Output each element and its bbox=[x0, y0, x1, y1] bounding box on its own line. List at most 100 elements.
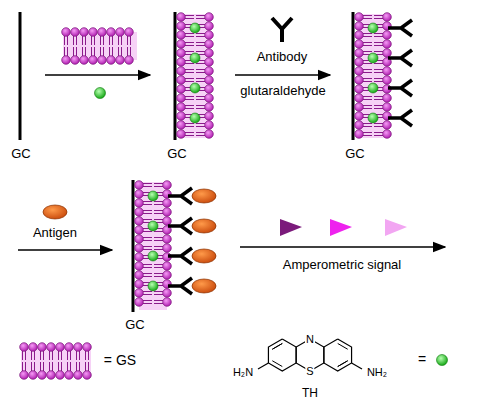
lipid-tail bbox=[154, 201, 163, 202]
membrane-ground bbox=[359, 14, 387, 138]
lipid-tail bbox=[154, 273, 163, 274]
lipid-head bbox=[163, 199, 172, 208]
lipid-head bbox=[135, 217, 144, 226]
lipid-head bbox=[205, 112, 214, 121]
lipid-tail bbox=[143, 213, 152, 214]
lipid-head bbox=[205, 103, 214, 112]
lipid-head bbox=[205, 49, 214, 58]
lipid-tail bbox=[374, 18, 383, 19]
lipid-head bbox=[83, 371, 92, 380]
antigen-symbol bbox=[192, 219, 216, 233]
antibody-symbol bbox=[388, 80, 412, 96]
lipid-tail bbox=[196, 78, 205, 79]
lipid-head bbox=[177, 67, 186, 76]
antibody-symbol bbox=[168, 278, 192, 294]
lipid-head bbox=[355, 103, 364, 112]
lipid-tail bbox=[196, 72, 205, 73]
lipid-tail bbox=[196, 99, 205, 100]
step-label: Antibody bbox=[257, 50, 308, 64]
signal-triangle bbox=[385, 219, 407, 236]
lipid-head bbox=[62, 56, 71, 65]
lipid-head bbox=[89, 28, 98, 37]
lipid-tail bbox=[52, 351, 53, 360]
lipid-tail bbox=[67, 351, 68, 360]
lipid-tail bbox=[103, 47, 104, 56]
lipid-head bbox=[98, 56, 107, 65]
double-bond bbox=[338, 361, 348, 367]
membrane-ground bbox=[181, 14, 209, 138]
lipid-head bbox=[74, 371, 83, 380]
lipid-tail bbox=[31, 351, 32, 360]
antibody-symbol bbox=[168, 188, 192, 204]
lipid-tail bbox=[154, 183, 163, 184]
lipid-head bbox=[383, 67, 392, 76]
lipid-tail bbox=[67, 36, 68, 45]
double-bond bbox=[338, 343, 348, 349]
lipid-tail bbox=[143, 273, 152, 274]
lipid-tail bbox=[143, 294, 152, 295]
th-dot bbox=[368, 23, 378, 33]
lipid-head bbox=[177, 121, 186, 130]
lipid-tail bbox=[185, 51, 194, 52]
th-dot bbox=[148, 251, 158, 261]
lipid-tail bbox=[154, 246, 163, 247]
lipid-tail bbox=[143, 219, 152, 220]
electrode-label: GC bbox=[167, 147, 187, 161]
lipid-head bbox=[56, 371, 65, 380]
lipid-tail bbox=[143, 291, 152, 292]
lipid-head bbox=[355, 13, 364, 22]
lipid-tail bbox=[100, 47, 101, 56]
lipid-head bbox=[177, 13, 186, 22]
lipid-tail bbox=[118, 36, 119, 45]
antibody-symbol bbox=[168, 248, 192, 264]
lipid-tail bbox=[374, 96, 383, 97]
lipid-tail bbox=[154, 231, 163, 232]
th-dot bbox=[95, 88, 106, 99]
lipid-tail bbox=[154, 240, 163, 241]
lipid-tail bbox=[185, 135, 194, 136]
lipid-tail bbox=[363, 126, 372, 127]
lipid-tail bbox=[363, 18, 372, 19]
lipid-tail bbox=[40, 362, 41, 371]
lipid-tail bbox=[185, 81, 194, 82]
lipid-tail bbox=[130, 47, 131, 56]
lipid-tail bbox=[64, 36, 65, 45]
th-dot bbox=[368, 53, 378, 63]
lipid-tail bbox=[143, 210, 152, 211]
lipid-tail bbox=[112, 36, 113, 45]
electrode-line bbox=[19, 12, 22, 140]
lipid-tail bbox=[103, 36, 104, 45]
lipid-head bbox=[355, 76, 364, 85]
lipid-head bbox=[135, 190, 144, 199]
lipid-head bbox=[20, 371, 29, 380]
lipid-tail bbox=[143, 300, 152, 301]
atom-label: H₂N bbox=[232, 366, 254, 378]
legend-label: = GS bbox=[104, 353, 136, 368]
lipid-tail bbox=[143, 201, 152, 202]
lipid-tail bbox=[143, 267, 152, 268]
electrode-line bbox=[352, 12, 355, 140]
lipid-tail bbox=[143, 303, 152, 304]
lipid-tail bbox=[363, 33, 372, 34]
lipid-head bbox=[383, 49, 392, 58]
lipid-tail bbox=[22, 351, 23, 360]
lipid-head bbox=[163, 289, 172, 298]
lipid-tail bbox=[143, 186, 152, 187]
lipid-head bbox=[135, 199, 144, 208]
lipid-tail bbox=[363, 42, 372, 43]
lipid-tail bbox=[143, 264, 152, 265]
lipid-tail bbox=[196, 18, 205, 19]
lipid-tail bbox=[374, 63, 383, 64]
th-dot bbox=[190, 53, 200, 63]
lipid-tail bbox=[85, 47, 86, 56]
lipid-tail bbox=[363, 72, 372, 73]
process-arrow bbox=[235, 74, 330, 76]
lipid-head bbox=[135, 289, 144, 298]
electrode-label: GC bbox=[11, 147, 31, 161]
lipid-tail bbox=[196, 63, 205, 64]
lipid-tail bbox=[363, 15, 372, 16]
lipid-tail bbox=[79, 351, 80, 360]
lipid-tail bbox=[94, 47, 95, 56]
lipid-head bbox=[125, 28, 134, 37]
lipid-tail bbox=[22, 362, 23, 371]
